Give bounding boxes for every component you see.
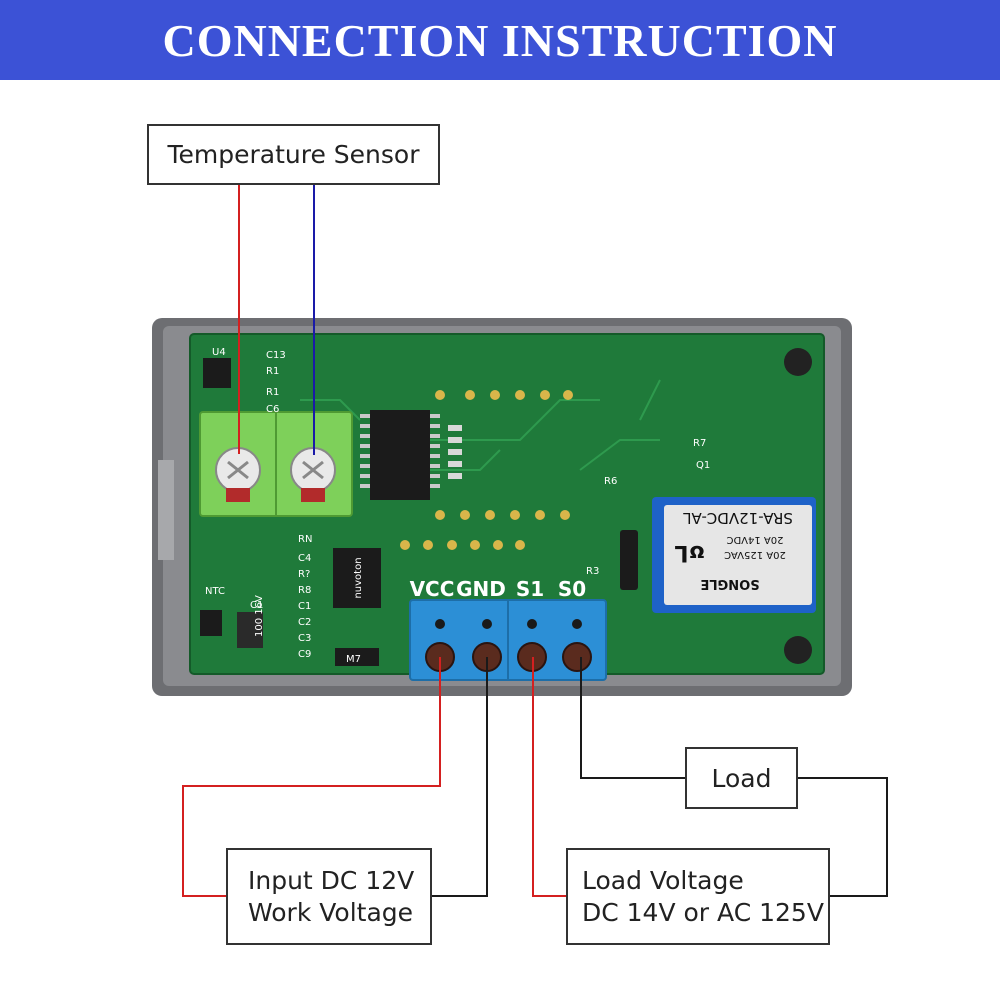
relay-brand: SONGLE [700, 576, 759, 591]
terminal-label-s0: S0 [558, 577, 586, 601]
pcb-label-c3: C3 [298, 633, 311, 644]
temperature-sensor-label: Temperature Sensor [167, 140, 420, 169]
relay-rating-1: 20A 14VDC [726, 534, 783, 545]
pcb-label-r6: R6 [604, 476, 617, 487]
pcb-traces [300, 379, 661, 471]
pcb-label-q1: Q1 [696, 460, 710, 471]
pcb-label-c13: C13 [266, 350, 286, 361]
terminal-label-vcc: VCC [410, 577, 455, 601]
input-voltage-line1: Input DC 12V [248, 865, 415, 895]
pcb-label-r8: R8 [298, 585, 311, 596]
load-box: Load [685, 747, 798, 809]
temperature-sensor-box: Temperature Sensor [147, 124, 440, 185]
pcb-label-r7: R7 [693, 438, 706, 449]
pcb-label-u4: U4 [212, 347, 226, 358]
vcc-wire [182, 657, 441, 897]
input-voltage-line2: Work Voltage [248, 897, 414, 927]
mcu-chip [370, 410, 430, 500]
header-pins-top [435, 390, 573, 400]
pcb-label-r3: R3 [586, 566, 599, 577]
load-voltage-line2: DC 14V or AC 125V [582, 897, 824, 927]
pcb-label-c6: C6 [266, 404, 279, 415]
relay-rating-2: 20A 125VAC [724, 549, 786, 560]
mounting-hole-top [784, 348, 812, 376]
mounting-hole-bottom [784, 636, 812, 664]
pcb-label-c1b: C1 [250, 600, 263, 611]
pcb-label-m7: M7 [346, 654, 361, 665]
m7-diode [335, 648, 379, 666]
s1-wire [532, 657, 567, 897]
pcb-label-c9: C9 [298, 649, 311, 660]
pcb-label-c1: C1 [298, 601, 311, 612]
diode-body [620, 530, 638, 590]
pcb-label-r9: R? [298, 569, 310, 580]
pcb-label-rn: RN [298, 534, 312, 545]
chip-text: nuvoton [353, 557, 364, 598]
relay-label-plate [664, 505, 812, 605]
s0-wire [580, 657, 686, 779]
header-banner: CONNECTION INSTRUCTION [0, 0, 1000, 80]
regulator-chip [200, 610, 222, 636]
load-label: Load [711, 763, 772, 793]
driver-chip [333, 548, 381, 608]
enclosure-clip-left [158, 460, 174, 560]
pcb-label-cap: 100 16V [254, 595, 265, 637]
load-voltage-box: Load Voltage DC 14V or AC 125V [566, 848, 830, 945]
terminal-label-s1: S1 [516, 577, 544, 601]
pcb-label-c2: C2 [298, 617, 311, 628]
u4-chip [203, 358, 231, 388]
header-pins-bottom [400, 510, 570, 550]
pcb-label-r1b: R1 [266, 387, 279, 398]
terminal-screws [425, 619, 592, 672]
capacitor [237, 612, 263, 648]
page-title: CONNECTION INSTRUCTION [162, 14, 838, 66]
relay-model: SRA-12VDC-AL [682, 509, 792, 527]
terminal-label-gnd: GND [456, 577, 506, 601]
input-voltage-box: Input DC 12V Work Voltage [226, 848, 432, 945]
resistor-array [448, 425, 462, 479]
pcb-label-c4: C4 [298, 553, 311, 564]
load-voltage-line1: Load Voltage [582, 865, 744, 895]
pcb-label-r1: R1 [266, 366, 279, 377]
pcb-label-ntc: NTC [205, 586, 225, 597]
ul-logo-icon: ʊL [674, 540, 705, 565]
mcu-pins [360, 414, 440, 488]
gnd-wire [432, 657, 488, 897]
load-wire [797, 777, 888, 897]
